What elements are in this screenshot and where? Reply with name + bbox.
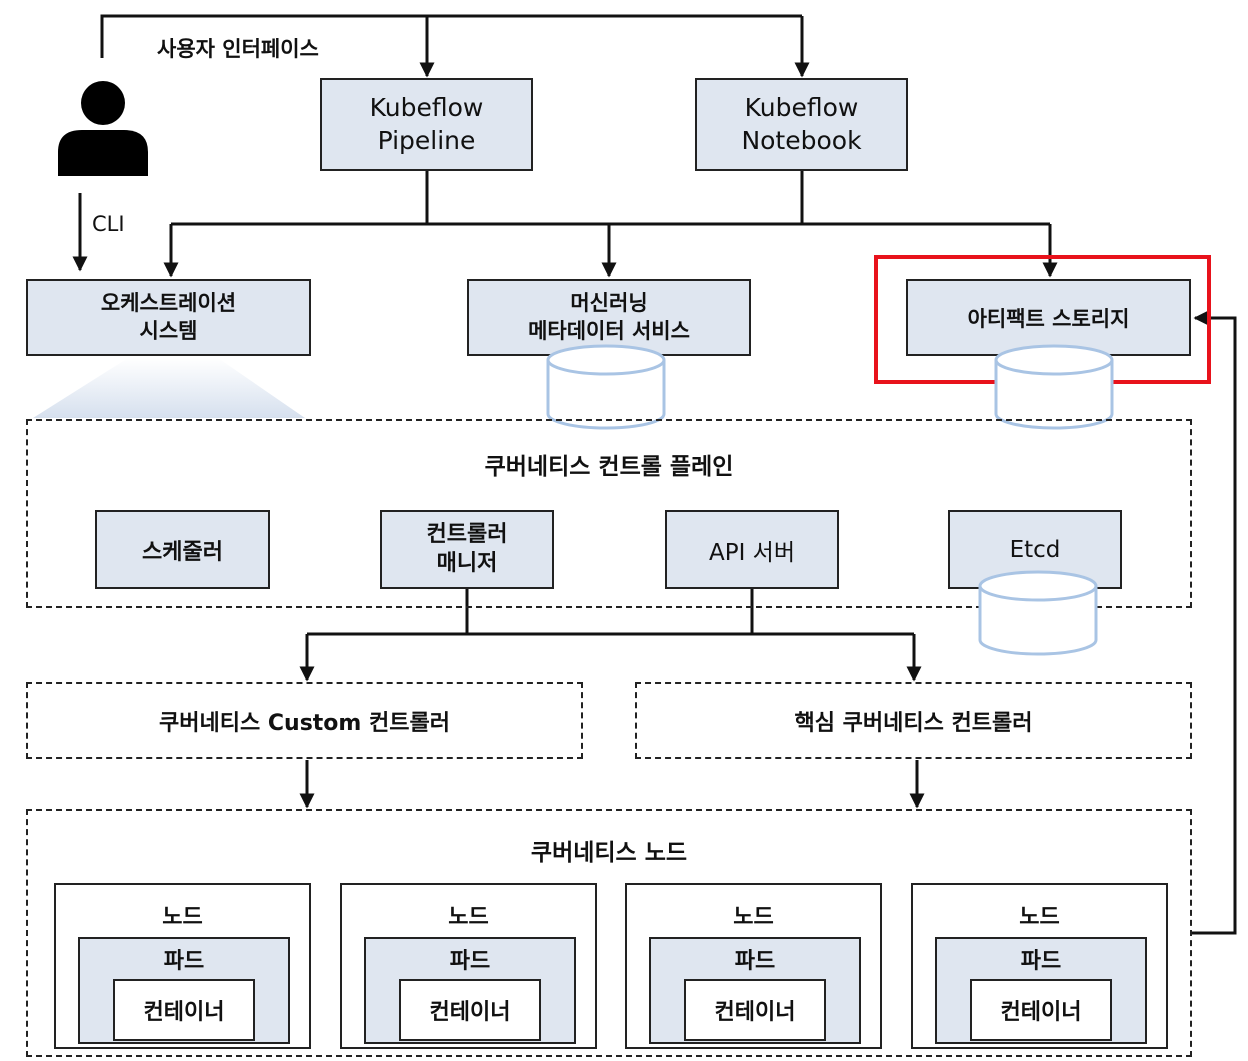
notebook-line1: Kubeflow [744, 93, 859, 122]
node-box[interactable]: 노드 파드 컨테이너 [911, 883, 1168, 1049]
pod-box[interactable]: 파드 컨테이너 [78, 937, 290, 1044]
container-box[interactable]: 컨테이너 [684, 979, 826, 1041]
orchestration-line2: 시스템 [139, 318, 198, 343]
pipeline-line2: Pipeline [377, 125, 476, 155]
etcd-database-icon [978, 570, 1098, 656]
etcd-label: Etcd [1009, 536, 1061, 563]
kubernetes-nodes-group [26, 809, 1192, 1057]
node-box[interactable]: 노드 파드 컨테이너 [625, 883, 882, 1049]
api-server-label: API 서버 [708, 539, 796, 566]
kubernetes-nodes-title: 쿠버네티스 노드 [530, 840, 688, 866]
orchestration-system-box[interactable]: 오케스트레이션 시스템 [26, 279, 311, 356]
node-box[interactable]: 노드 파드 컨테이너 [340, 883, 597, 1049]
container-box[interactable]: 컨테이너 [399, 979, 541, 1041]
user-interface-label: 사용자 인터페이스 [157, 37, 319, 61]
node-label: 노드 [733, 905, 774, 930]
custom-controller-label: 쿠버네티스 Custom 컨트롤러 [159, 710, 450, 736]
control-plane-title: 쿠버네티스 컨트롤 플레인 [484, 454, 734, 480]
api-server-box[interactable]: API 서버 [665, 510, 839, 589]
container-label: 컨테이너 [1000, 1000, 1082, 1025]
container-box[interactable]: 컨테이너 [113, 979, 255, 1041]
user-icon [58, 81, 148, 176]
orchestration-line1: 오케스트레이션 [100, 291, 237, 316]
pod-label: 파드 [734, 949, 776, 974]
node-label: 노드 [1019, 905, 1060, 930]
metadata-line1: 머신러닝 [570, 291, 648, 316]
scheduler-box[interactable]: 스케줄러 [95, 510, 270, 589]
custom-controller-box[interactable]: 쿠버네티스 Custom 컨트롤러 [26, 682, 583, 759]
core-controller-box[interactable]: 핵심 쿠버네티스 컨트롤러 [635, 682, 1192, 759]
control-plane-group [26, 419, 1192, 608]
controller-manager-line1: 컨트롤러 [426, 521, 508, 547]
pod-label: 파드 [449, 949, 491, 974]
artifact-label: 아티팩트 스토리지 [967, 306, 1130, 331]
container-box[interactable]: 컨테이너 [970, 979, 1112, 1041]
pod-box[interactable]: 파드 컨테이너 [935, 937, 1147, 1044]
controller-manager-box[interactable]: 컨트롤러 매니저 [380, 510, 554, 589]
pod-box[interactable]: 파드 컨테이너 [649, 937, 861, 1044]
scheduler-label: 스케줄러 [142, 539, 223, 565]
container-label: 컨테이너 [143, 1000, 225, 1025]
pod-label: 파드 [163, 949, 205, 974]
kubeflow-notebook-box[interactable]: Kubeflow Notebook [695, 78, 908, 171]
node-box[interactable]: 노드 파드 컨테이너 [54, 883, 311, 1049]
container-label: 컨테이너 [714, 1000, 796, 1025]
kubeflow-pipeline-box[interactable]: Kubeflow Pipeline [320, 78, 533, 171]
node-label: 노드 [448, 905, 489, 930]
pipeline-line1: Kubeflow [369, 93, 484, 122]
metadata-line2: 메타데이터 서비스 [528, 318, 690, 343]
controller-manager-line2: 매니저 [436, 550, 498, 576]
container-label: 컨테이너 [429, 1000, 511, 1025]
node-label: 노드 [162, 905, 203, 930]
notebook-line2: Notebook [741, 125, 862, 155]
core-controller-label: 핵심 쿠버네티스 컨트롤러 [794, 710, 1033, 736]
cli-label: CLI [92, 212, 125, 236]
pod-box[interactable]: 파드 컨테이너 [364, 937, 576, 1044]
pod-label: 파드 [1020, 949, 1062, 974]
